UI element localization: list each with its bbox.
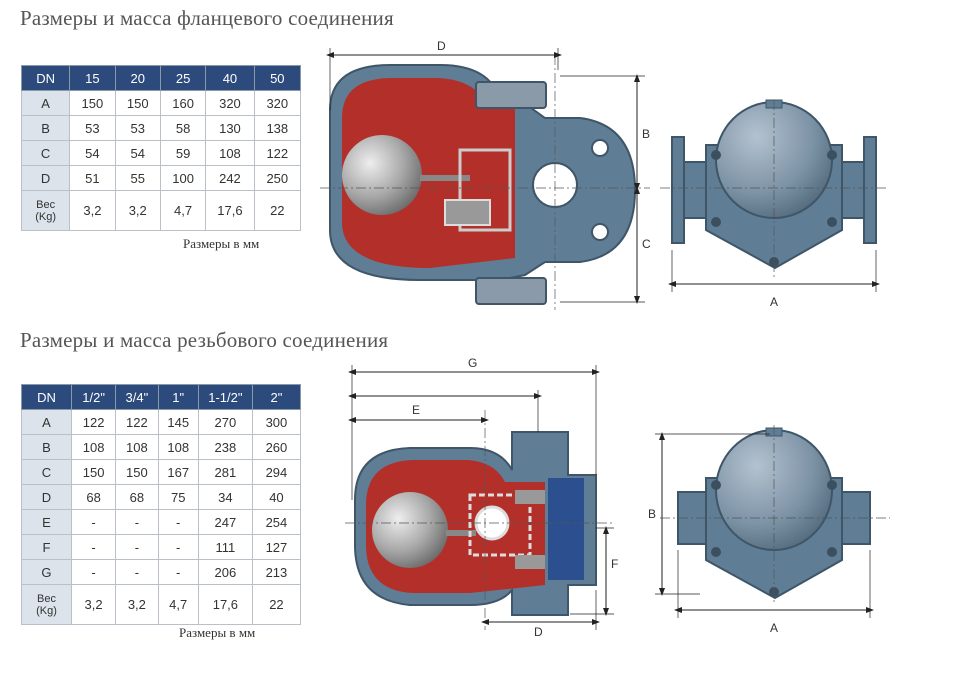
table-cell: - [70, 534, 117, 560]
table-cell: 4,7 [157, 584, 199, 625]
flanged-trap-front-view [660, 99, 888, 280]
float-ball [372, 492, 448, 568]
threaded-front-dimensions: B A [648, 432, 874, 635]
header-cell: 40 [205, 65, 255, 91]
header-cell: 50 [253, 65, 302, 91]
row-label: F [21, 534, 72, 560]
table-cell: - [115, 559, 159, 585]
table-row: F - - - 111 127 [21, 534, 302, 560]
dim-label-F: F [611, 557, 618, 571]
dim-label-C: C [642, 237, 651, 251]
flanged-trap-cutaway [320, 55, 650, 310]
table-cell: - [157, 509, 199, 535]
table-cell: 145 [157, 409, 199, 435]
units-note: Размеры в мм [179, 625, 256, 640]
table-cell: 300 [251, 409, 302, 435]
header-cell: 25 [159, 65, 207, 91]
table-cell: 242 [205, 165, 255, 191]
row-label: A [21, 409, 72, 435]
dim-label-B: B [642, 127, 650, 141]
table-row: G - - - 206 213 [21, 559, 302, 585]
dim-label-E: E [412, 403, 420, 417]
table-row: A 122 122 145 270 300 [21, 409, 302, 435]
header-cell: 1" [157, 384, 199, 410]
threaded-trap-cutaway [345, 410, 615, 630]
threaded-trap-front-view [660, 425, 890, 605]
table-cell: 54 [114, 140, 161, 166]
header-cell: 3/4" [115, 384, 159, 410]
table-row: D 51 55 100 242 250 [20, 165, 302, 191]
dim-label-A: A [770, 621, 778, 635]
table-cell: - [157, 559, 199, 585]
table-cell: 150 [115, 459, 159, 485]
table-cell: 320 [253, 90, 302, 116]
table-header-row: DN 15 20 25 40 50 [20, 65, 302, 91]
table-cell: 3,2 [114, 190, 161, 231]
table-cell: 138 [253, 115, 302, 141]
header-cell: 15 [69, 65, 116, 91]
table-header-row: DN 1/2" 3/4" 1" 1-1/2" 2" [21, 384, 302, 410]
flanged-dimensions: D B C [326, 39, 651, 304]
flanged-front-dimensions: A [668, 250, 880, 309]
dim-label-D: D [437, 39, 446, 53]
flanged-spec-table: DN 15 20 25 40 50 A 150 150 160 320 320 … [20, 65, 302, 231]
header-cell: DN [21, 384, 72, 410]
header-cell: 2" [251, 384, 302, 410]
table-cell: 34 [197, 484, 253, 510]
threaded-spec-table: DN 1/2" 3/4" 1" 1-1/2" 2" A 122 122 145 … [21, 384, 302, 625]
row-label: A [20, 90, 71, 116]
table-cell: 150 [70, 459, 117, 485]
float-ball [342, 135, 422, 215]
dim-label-B: B [648, 507, 656, 521]
table-cell: 108 [70, 434, 117, 460]
units-note: Размеры в мм [183, 236, 260, 251]
table-cell: 127 [251, 534, 302, 560]
table-cell: 281 [197, 459, 253, 485]
table-cell: 160 [159, 90, 207, 116]
dim-label-A: A [770, 295, 778, 309]
header-cell: 1-1/2" [197, 384, 253, 410]
row-label: E [21, 509, 72, 535]
section-title-flanged: Размеры и масса фланцевого соединения [20, 6, 394, 30]
table-cell: - [70, 559, 117, 585]
table-cell: 17,6 [197, 584, 253, 625]
table-cell: 3,2 [69, 190, 116, 231]
row-label: D [20, 165, 71, 191]
row-label: D [21, 484, 72, 510]
dim-label-D: D [534, 625, 543, 639]
table-cell: 4,7 [159, 190, 207, 231]
table-cell: 213 [251, 559, 302, 585]
table-cell: 40 [251, 484, 302, 510]
table-cell: 108 [157, 434, 199, 460]
row-label-weight: Вес (Kg) [20, 190, 71, 231]
row-label-weight: Вес (Kg) [21, 584, 72, 625]
table-row: Вес (Kg) 3,2 3,2 4,7 17,6 22 [20, 190, 302, 231]
table-cell: 108 [205, 140, 255, 166]
threaded-dimensions: G E F D [348, 356, 618, 639]
row-label: G [21, 559, 72, 585]
table-cell: 17,6 [205, 190, 255, 231]
dim-label-G: G [468, 356, 477, 370]
table-cell: - [115, 509, 159, 535]
row-label: C [20, 140, 71, 166]
table-cell: 206 [197, 559, 253, 585]
table-row: D 68 68 75 34 40 [21, 484, 302, 510]
table-cell: - [157, 534, 199, 560]
table-cell: 68 [70, 484, 117, 510]
section-title-threaded: Размеры и масса резьбового соединения [20, 328, 389, 352]
table-row: E - - - 247 254 [21, 509, 302, 535]
table-cell: 75 [157, 484, 199, 510]
table-cell: 22 [253, 190, 302, 231]
header-cell: DN [20, 65, 71, 91]
table-cell: 51 [69, 165, 116, 191]
table-cell: 122 [253, 140, 302, 166]
table-row: C 150 150 167 281 294 [21, 459, 302, 485]
table-cell: 22 [251, 584, 302, 625]
row-label: B [20, 115, 71, 141]
header-cell: 1/2" [70, 384, 117, 410]
table-row: Вес (Kg) 3,2 3,2 4,7 17,6 22 [21, 584, 302, 625]
